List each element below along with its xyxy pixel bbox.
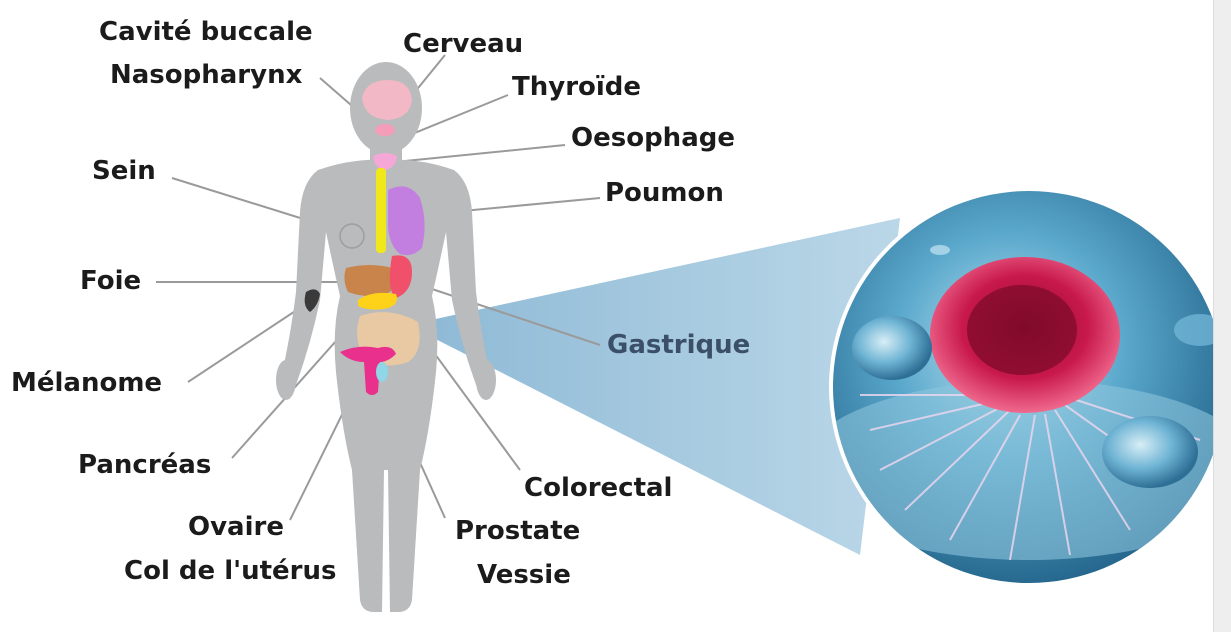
- label-lung: Poumon: [605, 178, 724, 208]
- label-colorectal: Colorectal: [524, 473, 672, 503]
- label-liver: Foie: [80, 266, 141, 296]
- liver-shape: [344, 265, 394, 296]
- label-pancreas: Pancréas: [78, 450, 211, 480]
- label-thyroid: Thyroïde: [512, 72, 641, 102]
- label-melanoma: Mélanome: [11, 368, 162, 398]
- lung-shape: [388, 186, 425, 255]
- label-breast: Sein: [92, 156, 156, 186]
- label-prostate: Prostate: [455, 516, 580, 546]
- label-cervix: Col de l'utérus: [124, 556, 336, 586]
- esophagus-shape: [376, 168, 386, 253]
- label-bladder: Vessie: [477, 560, 571, 590]
- label-oral-cavity: Cavité buccale: [99, 17, 313, 47]
- label-brain: Cerveau: [403, 29, 523, 59]
- label-nasopharynx: Nasopharynx: [110, 60, 302, 90]
- label-gastric: Gastrique: [607, 330, 750, 360]
- label-ovary: Ovaire: [188, 512, 284, 542]
- label-esophagus: Oesophage: [571, 123, 735, 153]
- scrollbar-track[interactable]: [1213, 0, 1231, 632]
- bladder-shape: [376, 362, 388, 382]
- oral-cavity-shape: [375, 124, 395, 136]
